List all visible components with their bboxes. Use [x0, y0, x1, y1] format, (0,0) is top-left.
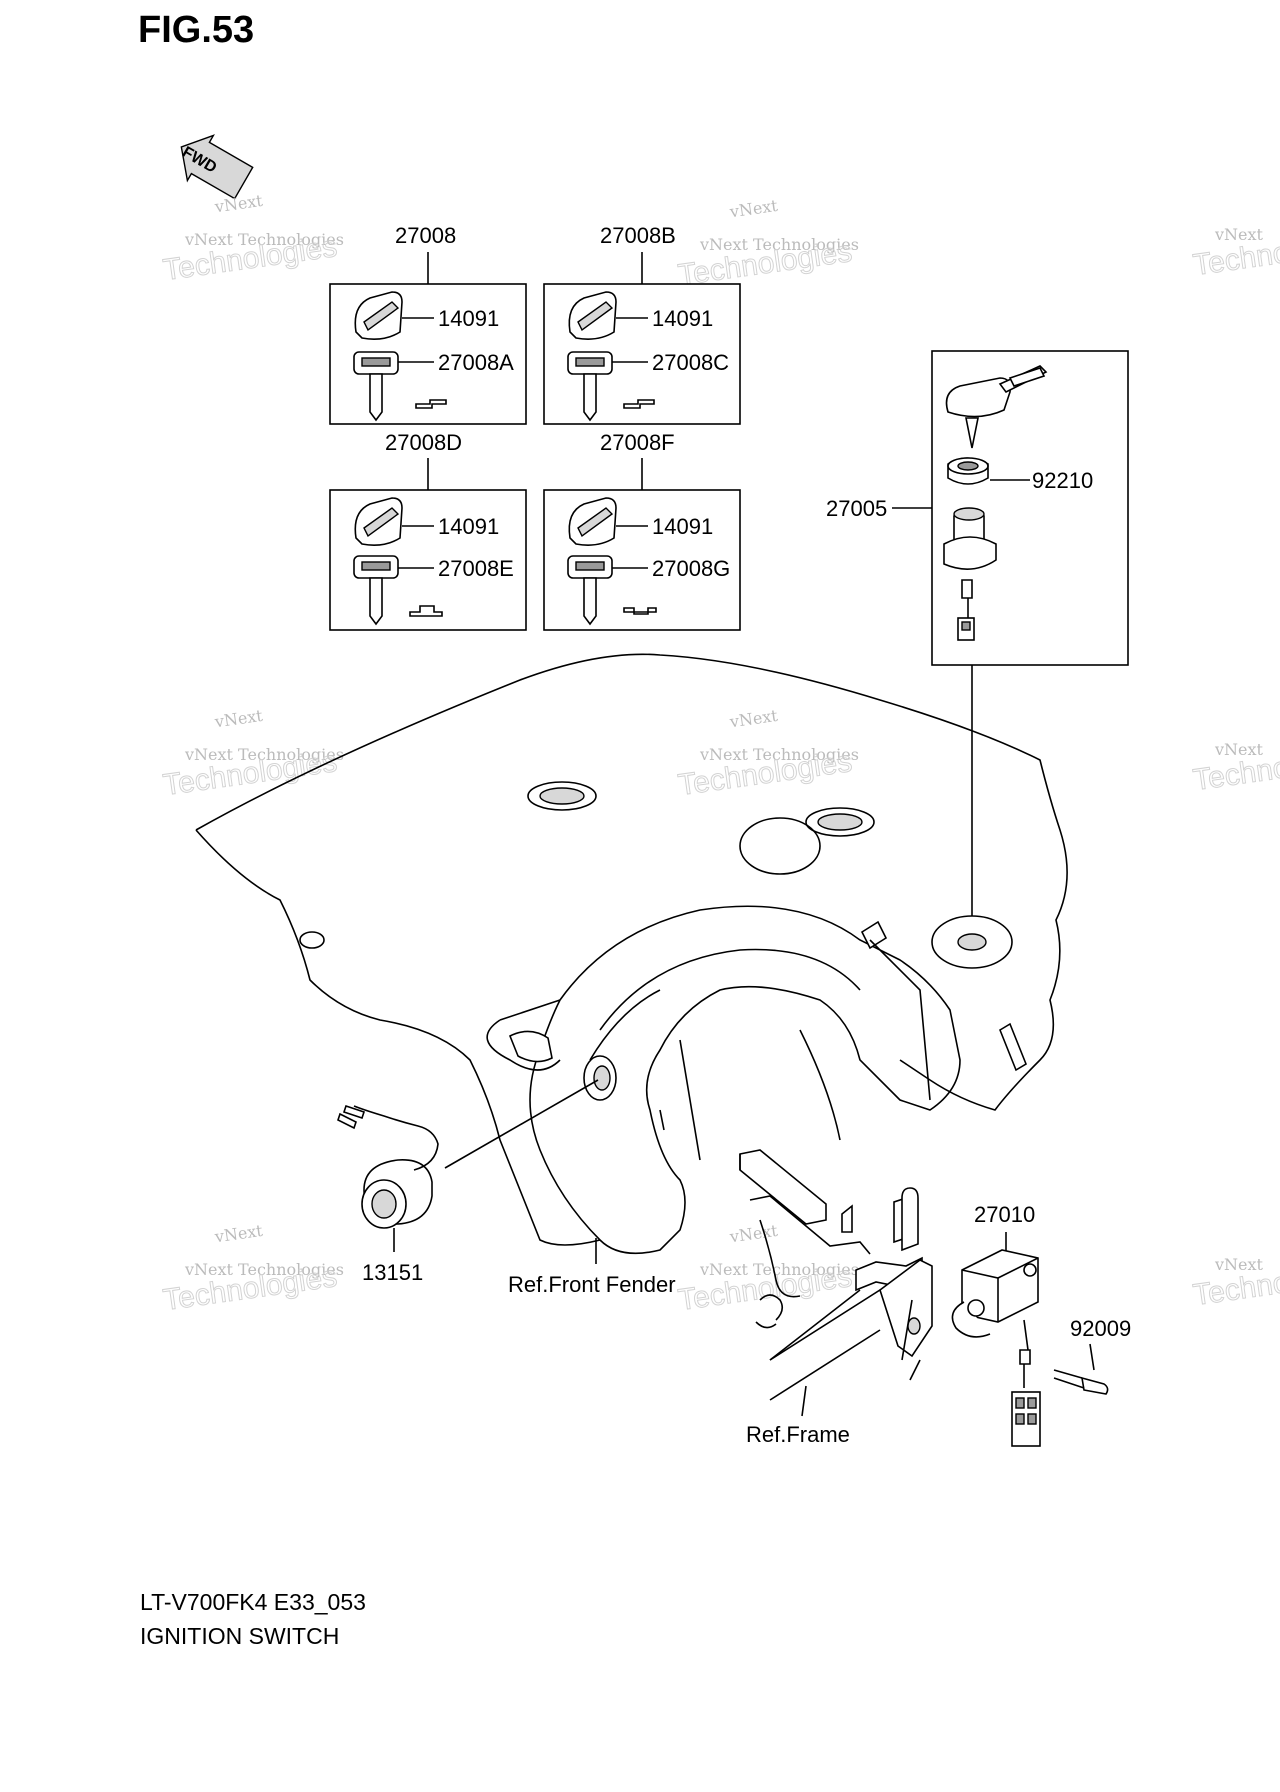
key-blade-icon	[567, 351, 613, 422]
key-cap-icon	[354, 291, 403, 340]
svg-text:vNext: vNext	[1214, 1255, 1264, 1274]
switch-body-icon	[943, 507, 997, 641]
svg-text:27008A: 27008A	[438, 350, 514, 375]
label-27010: 27010	[974, 1202, 1035, 1227]
fwd-arrow-icon: FWD	[179, 134, 254, 200]
grommet-hole-icon	[527, 781, 597, 811]
part-13151: 13151	[337, 1079, 599, 1285]
front-fender-body	[195, 653, 1068, 1255]
key-cap-icon	[568, 497, 617, 546]
figure-title: FIG.53	[138, 9, 254, 51]
svg-text:vNext Technologies: vNext Technologies	[184, 745, 344, 764]
svg-text:27008E: 27008E	[438, 556, 514, 581]
svg-text:14091: 14091	[652, 514, 713, 539]
key-set-27008d: 27008D 14091 27008E	[329, 430, 527, 631]
label-27005: 27005	[826, 496, 887, 521]
key-blade-icon	[353, 351, 399, 422]
label-27008: 27008	[395, 223, 456, 248]
side-switch-icon	[337, 1104, 439, 1229]
svg-text:14091: 14091	[438, 306, 499, 331]
label-ref-frame: Ref.Frame	[746, 1422, 850, 1447]
svg-text:vNext: vNext	[1214, 225, 1264, 244]
screw-icon	[1053, 1369, 1109, 1395]
ignition-key-icon	[945, 365, 1048, 449]
label-ref-front-fender: Ref.Front Fender	[508, 1272, 676, 1297]
label-92210: 92210	[1032, 468, 1093, 493]
label-92009: 92009	[1070, 1316, 1131, 1341]
key-blade-icon	[567, 555, 613, 626]
key-set-27008b: 27008B 14091 27008C	[543, 223, 741, 425]
nut-icon	[947, 457, 989, 485]
switch-assembly-27005: 27005 92210	[826, 350, 1129, 666]
label-27008f: 27008F	[600, 430, 675, 455]
svg-text:vNext: vNext	[728, 1221, 780, 1247]
svg-text:vNext: vNext	[728, 196, 780, 222]
svg-text:vNext: vNext	[213, 1221, 265, 1247]
part-92009: 92009	[1053, 1316, 1131, 1395]
switch-mount-hole-icon	[931, 915, 1013, 969]
label-13151: 13151	[362, 1260, 423, 1285]
svg-text:14091: 14091	[652, 306, 713, 331]
key-blade-icon	[353, 555, 399, 626]
svg-text:27008C: 27008C	[652, 350, 729, 375]
svg-text:14091: 14091	[438, 514, 499, 539]
svg-text:vNext: vNext	[1214, 740, 1264, 759]
svg-text:vNext: vNext	[728, 706, 780, 732]
frame-bracket: Ref.Frame	[739, 1149, 933, 1447]
key-set-27008: 27008 14091 27008A	[329, 223, 527, 425]
svg-text:vNext Technologies: vNext Technologies	[184, 1260, 344, 1279]
part-27010: 27010	[951, 1202, 1041, 1447]
diagram-title: IGNITION SWITCH	[140, 1623, 339, 1649]
svg-text:vNext: vNext	[213, 191, 265, 217]
key-cap-icon	[354, 497, 403, 546]
grommet-hole-icon	[805, 807, 875, 837]
model-code: LT-V700FK4 E33_053	[140, 1589, 366, 1615]
label-27008d: 27008D	[385, 430, 462, 455]
svg-text:vNext: vNext	[213, 706, 265, 732]
key-cap-icon	[568, 291, 617, 340]
svg-text:vNext Technologies: vNext Technologies	[184, 230, 344, 249]
svg-text:vNext Technologies: vNext Technologies	[699, 745, 859, 764]
key-set-27008f: 27008F 14091 27008G	[543, 430, 741, 631]
svg-text:vNext Technologies: vNext Technologies	[699, 1260, 859, 1279]
svg-text:vNext Technologies: vNext Technologies	[699, 235, 859, 254]
relay-unit-icon	[951, 1249, 1041, 1447]
svg-text:27008G: 27008G	[652, 556, 730, 581]
side-switch-hole-icon	[583, 1055, 617, 1101]
label-27008b: 27008B	[600, 223, 676, 248]
